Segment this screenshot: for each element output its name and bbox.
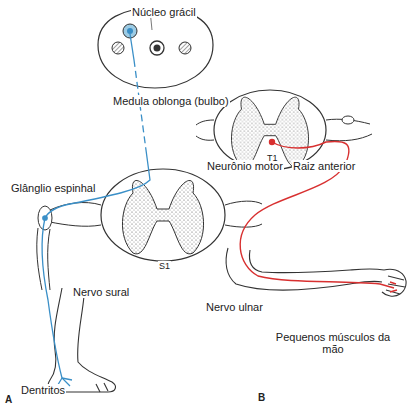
structure-label: Raiz anterior [292, 160, 356, 172]
structure-label: Medula oblonga (bulbo) [112, 95, 230, 107]
structure-label: Nervo sural [72, 286, 130, 298]
panel-letter: B [257, 392, 266, 404]
segment-label: T1 [266, 153, 279, 163]
panel-letter: A [4, 394, 13, 406]
leg-outline [48, 288, 115, 392]
structure-label: Dentritos [20, 384, 66, 396]
structure-label: Pequenos músculos da mão [272, 331, 394, 355]
structure-label: Glânglio espinhal [10, 182, 96, 194]
sensory-neuron [42, 34, 150, 388]
structure-label: Núcleo grácil [131, 6, 197, 18]
structure-label: Nervo ulnar [205, 301, 264, 313]
segment-label: S1 [158, 261, 171, 271]
medulla-section [98, 8, 213, 88]
